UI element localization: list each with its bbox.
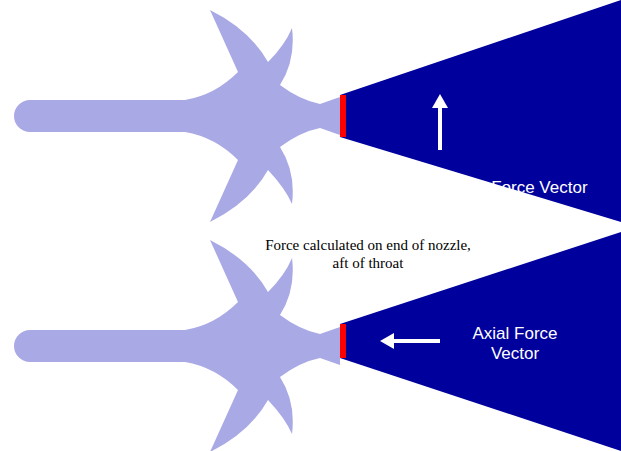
nozzle-throat	[340, 324, 346, 358]
exhaust-plume: Side Force Vector	[340, 0, 621, 222]
note-text: Force calculated on end of nozzle, aft o…	[258, 236, 478, 272]
force-label: Axial Force Vector	[465, 324, 565, 364]
arrow-head	[432, 94, 448, 108]
nozzle-throat	[340, 95, 346, 137]
rocket-body	[14, 10, 340, 222]
force-arrow	[438, 106, 442, 150]
arrow-head	[380, 333, 394, 349]
plume-fill	[340, 0, 621, 222]
rocket-body	[14, 240, 340, 451]
force-arrow	[392, 339, 440, 343]
force-label: Side Force Vector	[430, 178, 610, 198]
